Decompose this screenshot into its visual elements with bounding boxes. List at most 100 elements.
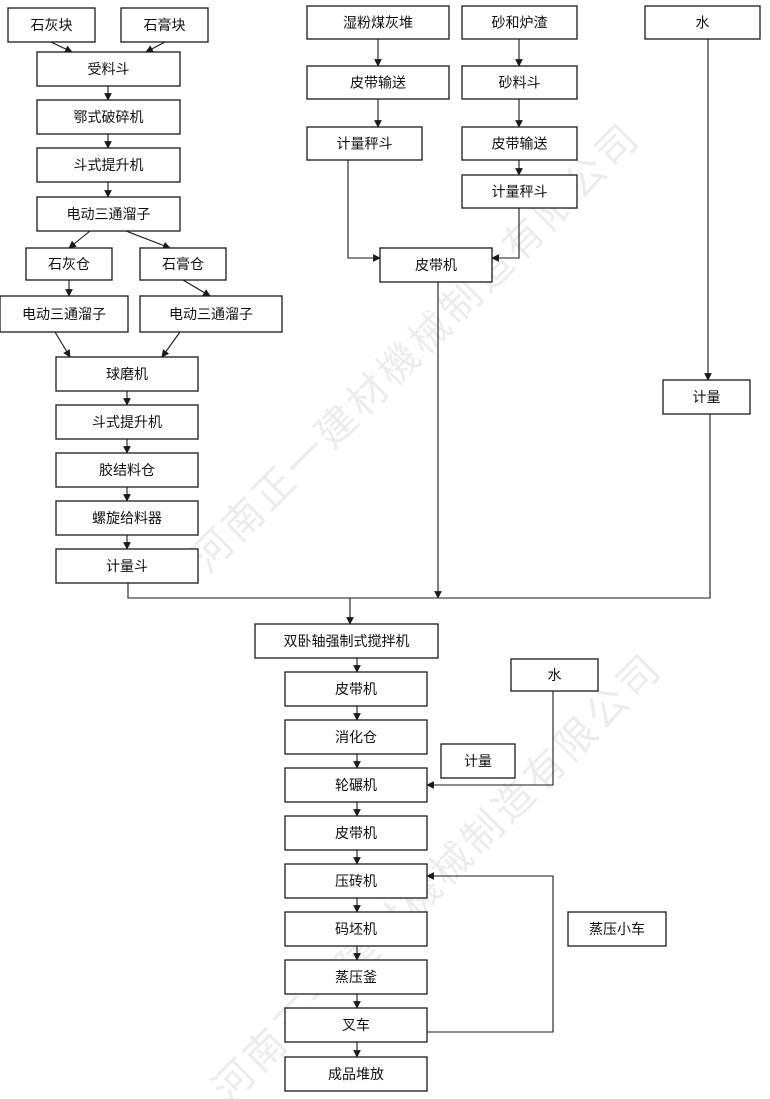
node-metering-hopper-box: [55, 548, 199, 584]
watermark-text-1: 河南正一建材機械制造有限公司: [182, 114, 650, 582]
node-bucket-elevator-1-box: [36, 147, 181, 183]
node-autoclave-box: [284, 959, 428, 995]
edge-chute-to-ball-mill-right: [161, 331, 181, 358]
node-forklift: 叉车: [284, 1007, 428, 1043]
node-belt-conveying-1: 皮带输送: [306, 65, 450, 100]
node-jaw-crusher: 鄂式破碎机: [36, 99, 181, 135]
node-lime-lump: 石灰块: [7, 7, 96, 43]
node-weighing-hopper-1: 计量秤斗: [306, 126, 423, 161]
node-forklift-label: 叉车: [342, 1017, 370, 1034]
node-lime-lump-label: 石灰块: [31, 18, 73, 34]
node-digestion-silo: 消化仓: [284, 719, 428, 755]
node-bucket-elevator-1-label: 斗式提升机: [74, 158, 144, 174]
node-autoclave-cart: 蒸压小车: [567, 911, 667, 947]
node-ball-mill-label: 球磨机: [106, 367, 148, 383]
node-receiving-hopper: 受料斗: [36, 51, 181, 87]
node-belt-conveying-2-label: 皮带输送: [492, 137, 548, 153]
node-belt-conveying-1-label: 皮带输送: [350, 76, 406, 92]
node-metering-2: 计量: [440, 743, 516, 779]
node-bucket-elevator-2: 斗式提升机: [55, 404, 199, 440]
node-screw-feeder-box: [55, 500, 199, 536]
node-weighing-hopper-2: 计量秤斗: [461, 174, 578, 209]
edge-chute-to-ball-mill-left: [54, 331, 71, 358]
node-metering-hopper-label: 计量斗: [106, 559, 148, 575]
node-gypsum-silo-box: [139, 247, 227, 281]
node-autoclave-cart-box: [567, 911, 667, 947]
node-autoclave-label: 蒸压釜: [335, 970, 377, 986]
node-electric-three-way-chute-2: 电动三通溜子: [0, 295, 129, 333]
node-sand-hopper-label: 砂料斗: [499, 76, 541, 92]
node-gypsum-lump-label: 石膏块: [144, 17, 186, 34]
node-receiving-hopper-box: [36, 51, 181, 87]
node-belt-machine-2-label: 皮带机: [335, 682, 377, 698]
edge-weigher-2-to-belt-machine: [491, 208, 520, 262]
node-sand-and-slag-box: [461, 5, 578, 40]
node-digestion-silo-box: [284, 719, 428, 755]
node-belt-machine-1: 皮带机: [379, 247, 493, 283]
node-metering-1-box: [662, 379, 751, 415]
node-belt-conveying-2: 皮带输送: [461, 126, 578, 161]
node-gypsum-lump-box: [120, 7, 209, 43]
node-electric-three-way-chute-2-box: [0, 295, 129, 333]
edge-water-to-wheel-mill: [426, 691, 554, 789]
node-belt-conveying-2-box: [461, 126, 578, 161]
node-belt-machine-3: 皮带机: [284, 815, 428, 851]
node-weighing-hopper-1-label: 计量秤斗: [337, 137, 393, 153]
flow-nodes: 石灰块石膏块受料斗鄂式破碎机斗式提升机电动三通溜子石灰仓石膏仓电动三通溜子电动三…: [0, 5, 761, 1092]
node-autoclave: 蒸压釜: [284, 959, 428, 995]
edge-gypsum-to-hopper: [145, 41, 166, 53]
edge-lime-to-hopper: [50, 41, 73, 53]
node-brick-press: 压砖机: [284, 863, 428, 899]
watermark-text-2: 河南正一建材機械制造有限公司: [204, 644, 672, 1099]
node-gypsum-lump: 石膏块: [120, 7, 209, 43]
node-sand-and-slag-label: 砂和炉渣: [492, 16, 548, 32]
node-metering-2-label: 计量: [464, 754, 492, 770]
node-finished-product-storage-label: 成品堆放: [328, 1067, 384, 1083]
edge-merge-line: [127, 414, 711, 599]
node-lime-silo-label: 石灰仓: [48, 257, 90, 273]
node-belt-machine-2-box: [284, 671, 428, 707]
node-metering-1: 计量: [662, 379, 751, 415]
node-lime-silo-box: [25, 247, 113, 281]
node-twin-shaft-mixer-box: [254, 623, 439, 659]
node-stacking-machine: 码坯机: [284, 911, 428, 947]
node-wheel-mill-box: [284, 767, 428, 803]
edge-gypsum-silo-to-chute: [182, 279, 211, 297]
node-sand-and-slag: 砂和炉渣: [461, 5, 578, 40]
node-bucket-elevator-2-label: 斗式提升机: [92, 415, 162, 431]
node-finished-product-storage: 成品堆放: [284, 1056, 428, 1092]
node-sand-hopper-box: [461, 65, 578, 100]
node-finished-product-storage-box: [284, 1056, 428, 1092]
node-twin-shaft-mixer: 双卧轴强制式搅拌机: [254, 623, 439, 659]
node-electric-three-way-chute-2-label: 电动三通溜子: [22, 307, 106, 323]
node-stacking-machine-label: 码坯机: [335, 922, 377, 938]
node-water-1: 水: [644, 5, 761, 40]
node-ball-mill-box: [55, 356, 199, 392]
node-screw-feeder-label: 螺旋给料器: [92, 511, 162, 527]
edge-chute-to-gypsum-silo: [125, 230, 171, 250]
node-sand-hopper: 砂料斗: [461, 65, 578, 100]
node-wheel-mill-label: 轮碾机: [335, 778, 377, 794]
flow-edges: [50, 39, 712, 1058]
node-bucket-elevator-1: 斗式提升机: [36, 147, 181, 183]
node-water-1-box: [644, 5, 761, 40]
node-weighing-hopper-2-label: 计量秤斗: [492, 185, 548, 201]
node-weighing-hopper-1-box: [306, 126, 423, 161]
node-electric-three-way-chute-1: 电动三通溜子: [36, 196, 181, 232]
node-wet-fly-ash-pile: 湿粉煤灰堆: [306, 5, 450, 40]
node-ball-mill: 球磨机: [55, 356, 199, 392]
node-wet-fly-ash-pile-label: 湿粉煤灰堆: [343, 16, 413, 32]
node-belt-machine-1-box: [379, 247, 493, 283]
node-electric-three-way-chute-1-box: [36, 196, 181, 232]
node-lime-silo: 石灰仓: [25, 247, 113, 281]
node-weighing-hopper-2-box: [461, 174, 578, 209]
node-gypsum-silo: 石膏仓: [139, 247, 227, 281]
node-water-2-box: [510, 658, 599, 692]
node-binder-silo: 胶结料仓: [55, 452, 199, 488]
node-forklift-box: [284, 1007, 428, 1043]
node-wet-fly-ash-pile-box: [306, 5, 450, 40]
node-brick-press-box: [284, 863, 428, 899]
node-belt-machine-1-label: 皮带机: [415, 258, 457, 274]
node-water-2: 水: [510, 658, 599, 692]
